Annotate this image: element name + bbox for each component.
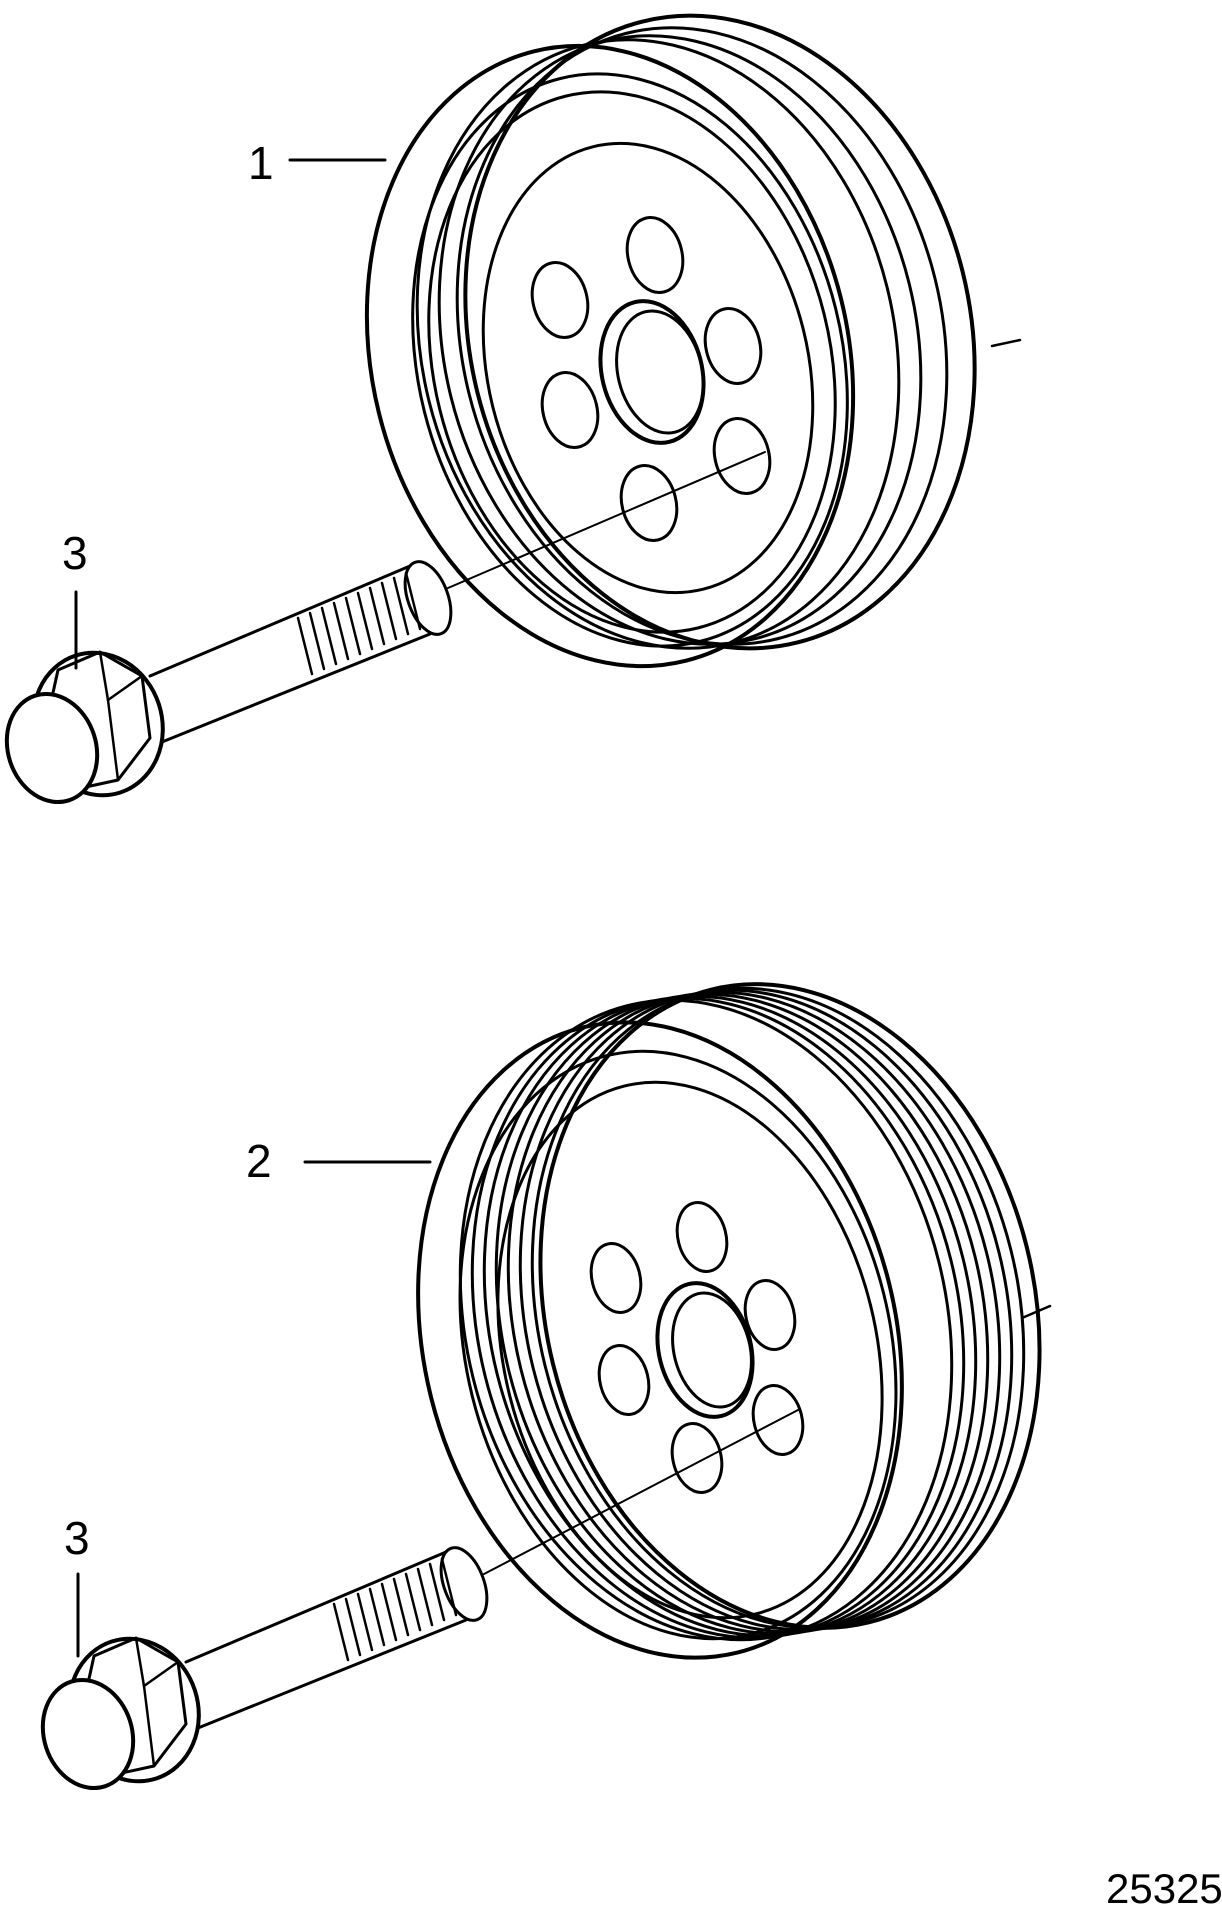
bolt-threads-bottom — [332, 1557, 458, 1662]
pulley-bolt-top — [4, 451, 766, 805]
crankshaft-pulley-bottom — [416, 982, 1052, 1660]
callout-2-label: 2 — [246, 1135, 272, 1187]
crankshaft-pulley-top — [364, 13, 1022, 669]
pulley-bolt-bottom — [40, 1409, 799, 1791]
bolt-threads-top — [296, 571, 422, 676]
callout-1-label: 1 — [248, 137, 274, 189]
callout-leaders — [74, 158, 432, 1658]
figure-number: 25325 — [1106, 1865, 1222, 1912]
callout-3-bottom-label: 3 — [64, 1512, 90, 1564]
callout-3-top-label: 3 — [62, 527, 88, 579]
